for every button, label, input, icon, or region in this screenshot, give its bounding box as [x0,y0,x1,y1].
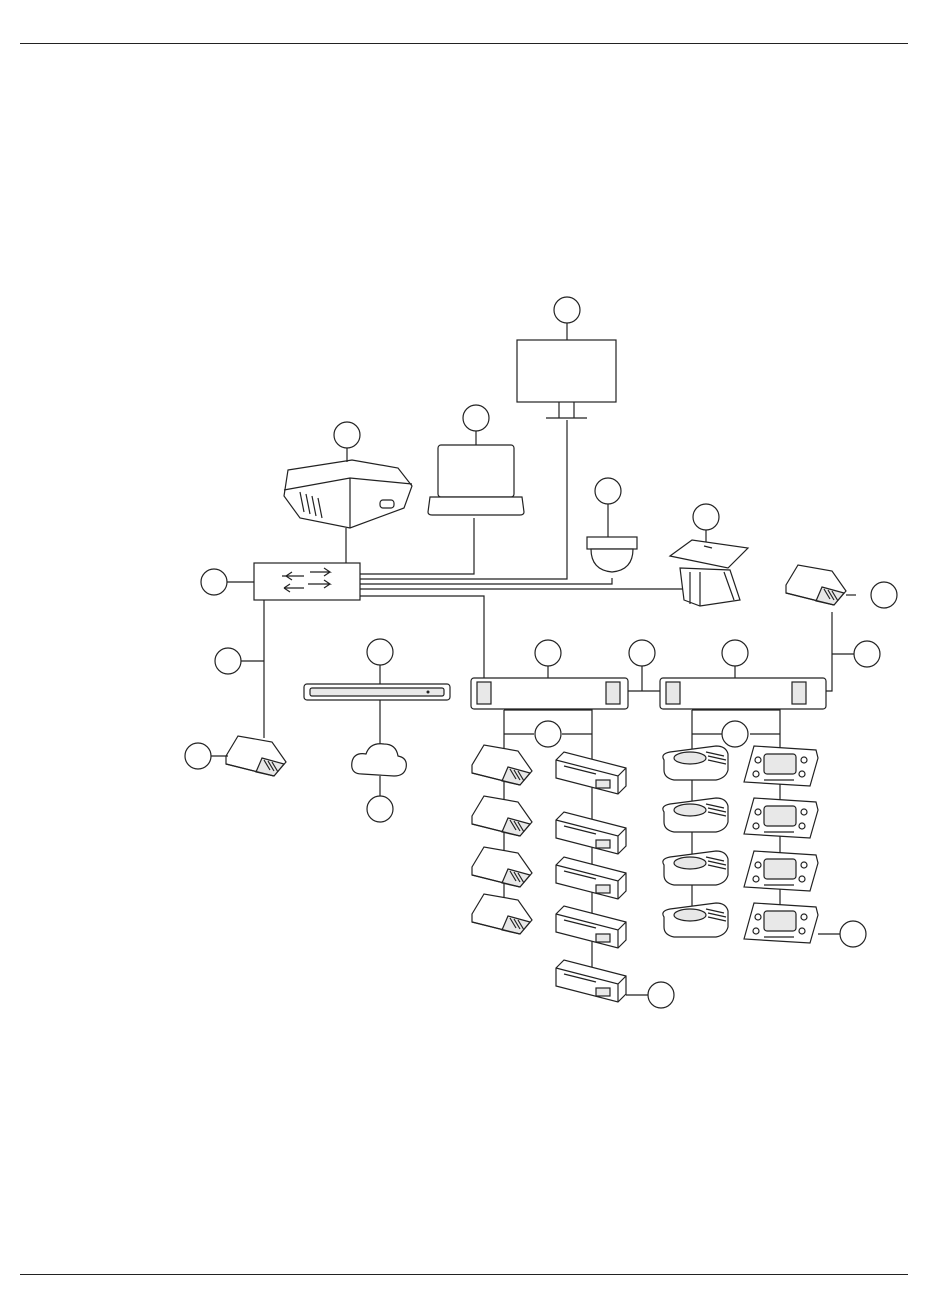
network-switch-icon [254,563,360,600]
callout-camera [595,478,621,504]
callout-trunk-1 [535,721,561,747]
callout-power-extender-2 [722,640,748,666]
discussion-device-icon [226,736,286,776]
callout-switch [201,569,227,595]
callout-trunk-2 [722,721,748,747]
callout-laptop [463,405,489,431]
power-extender-icon [471,678,628,709]
callout-leaders [211,323,856,995]
callout-server [334,422,360,448]
callout-flush-unit [693,504,719,530]
server-icon [284,460,412,528]
callout-media-processor [367,639,393,665]
power-box-column [556,752,626,1002]
power-extender-icon [660,678,826,709]
callout-monitor [554,297,580,323]
callout-dual-use-device [648,982,674,1008]
discussion-device-icon [786,565,846,605]
callout-right-top-device [871,582,897,608]
callout-cloud [367,796,393,822]
flush-unit-icon [670,540,748,606]
callout-power-extender-1 [535,640,561,666]
cloud-icon [352,744,407,776]
callout-switch-cable [215,648,241,674]
callout-link-cable [629,640,655,666]
discussion-unit-column [663,746,728,937]
callout-right-cable [854,641,880,667]
laptop-icon [428,445,524,515]
media-processor-icon [304,684,450,700]
callout-interpreter-desk [840,921,866,947]
interpreter-desk-column [744,746,818,943]
callout-left-discussion-device [185,743,211,769]
monitor-icon [517,340,616,418]
dome-camera-icon [587,537,637,572]
discussion-device-column [472,745,532,934]
